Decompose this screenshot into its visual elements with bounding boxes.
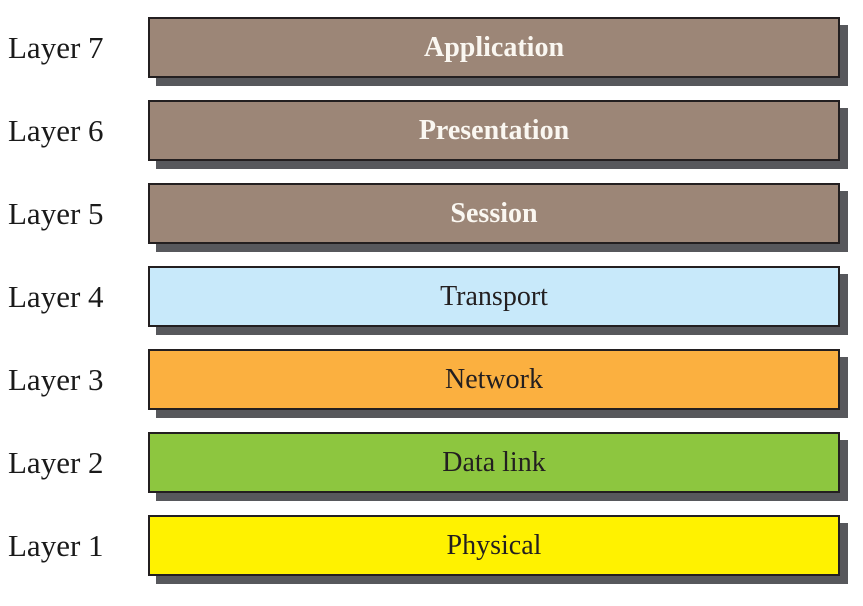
layer-label: Layer 1: [8, 528, 104, 563]
layer-name: Transport: [440, 280, 548, 312]
layer-label: Layer 6: [8, 113, 104, 148]
layer-name: Network: [445, 363, 543, 395]
layer-bar: Application: [148, 17, 840, 78]
layer-row: Layer 1 Physical: [0, 515, 863, 576]
layer-bar: Session: [148, 183, 840, 244]
layer-name: Physical: [446, 529, 542, 561]
layer-name: Data link: [442, 446, 546, 478]
layer-name: Application: [423, 31, 565, 63]
layer-bar: Physical: [148, 515, 840, 576]
layer-bar: Network: [148, 349, 840, 410]
layer-row: Layer 3 Network: [0, 349, 863, 410]
layer-bar: Data link: [148, 432, 840, 493]
layer-label: Layer 7: [8, 30, 104, 65]
layer-label: Layer 5: [8, 196, 104, 231]
layer-label: Layer 4: [8, 279, 104, 314]
layer-bar: Transport: [148, 266, 840, 327]
layer-label: Layer 2: [8, 445, 104, 480]
layer-row: Layer 6 Presentation: [0, 100, 863, 161]
layer-name: Session: [450, 197, 538, 229]
layer-row: Layer 7 Application: [0, 17, 863, 78]
layer-label: Layer 3: [8, 362, 104, 397]
layer-row: Layer 5 Session: [0, 183, 863, 244]
layer-bar: Presentation: [148, 100, 840, 161]
layer-row: Layer 4 Transport: [0, 266, 863, 327]
layer-row: Layer 2 Data link: [0, 432, 863, 493]
layer-name: Presentation: [418, 114, 570, 146]
